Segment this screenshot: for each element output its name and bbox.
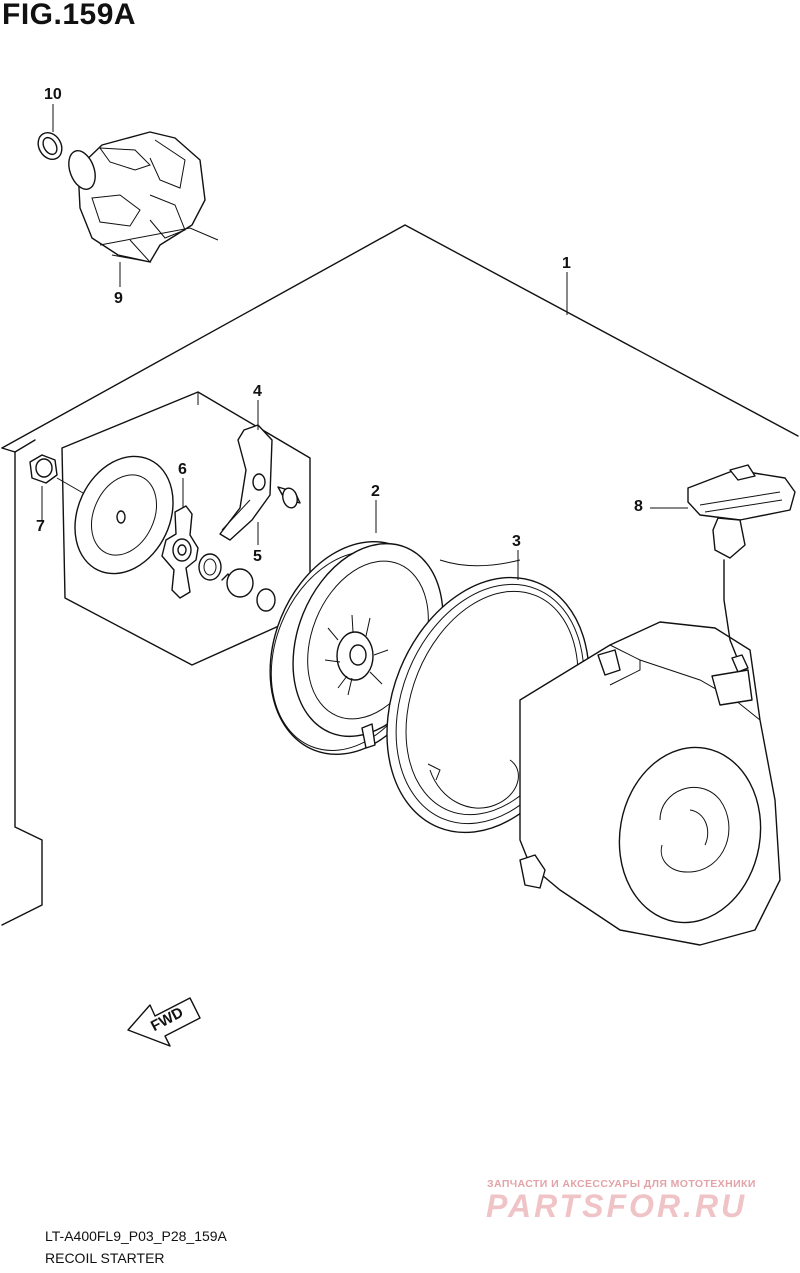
leader-lines <box>41 104 688 580</box>
callout-6: 6 <box>178 461 187 478</box>
part-6-ratchet-guide <box>161 505 199 599</box>
fwd-arrow-icon <box>127 997 201 1047</box>
friction-plate <box>74 455 174 575</box>
callout-9: 9 <box>114 290 123 307</box>
callout-5: 5 <box>253 548 262 565</box>
callout-7: 7 <box>36 518 45 535</box>
part-1-housing <box>519 621 781 946</box>
callout-8: 8 <box>634 498 643 515</box>
part-9-starter-drive <box>68 131 219 263</box>
part-4-pawl <box>219 424 273 541</box>
watermark-logo: PARTSFOR.RU <box>486 1188 748 1224</box>
callout-10: 10 <box>44 86 62 103</box>
callout-4: 4 <box>253 383 262 400</box>
part-5-pins <box>198 486 301 612</box>
section-name: RECOIL STARTER <box>45 1250 165 1266</box>
assembly-frame <box>1 224 799 926</box>
model-code: LT-A400FL9_P03_P28_159A <box>45 1228 227 1244</box>
part-10-o-ring <box>37 131 63 161</box>
callout-1: 1 <box>562 255 571 272</box>
callout-3: 3 <box>512 533 521 550</box>
callout-2: 2 <box>371 483 380 500</box>
watermark-tagline: ЗАПЧАСТИ И АКСЕССУАРЫ ДЛЯ МОТОТЕХНИКИ <box>487 1178 756 1190</box>
figure-title: FIG.159A <box>2 0 137 31</box>
part-7-bolt <box>29 454 91 498</box>
part-8-handle <box>687 464 796 706</box>
